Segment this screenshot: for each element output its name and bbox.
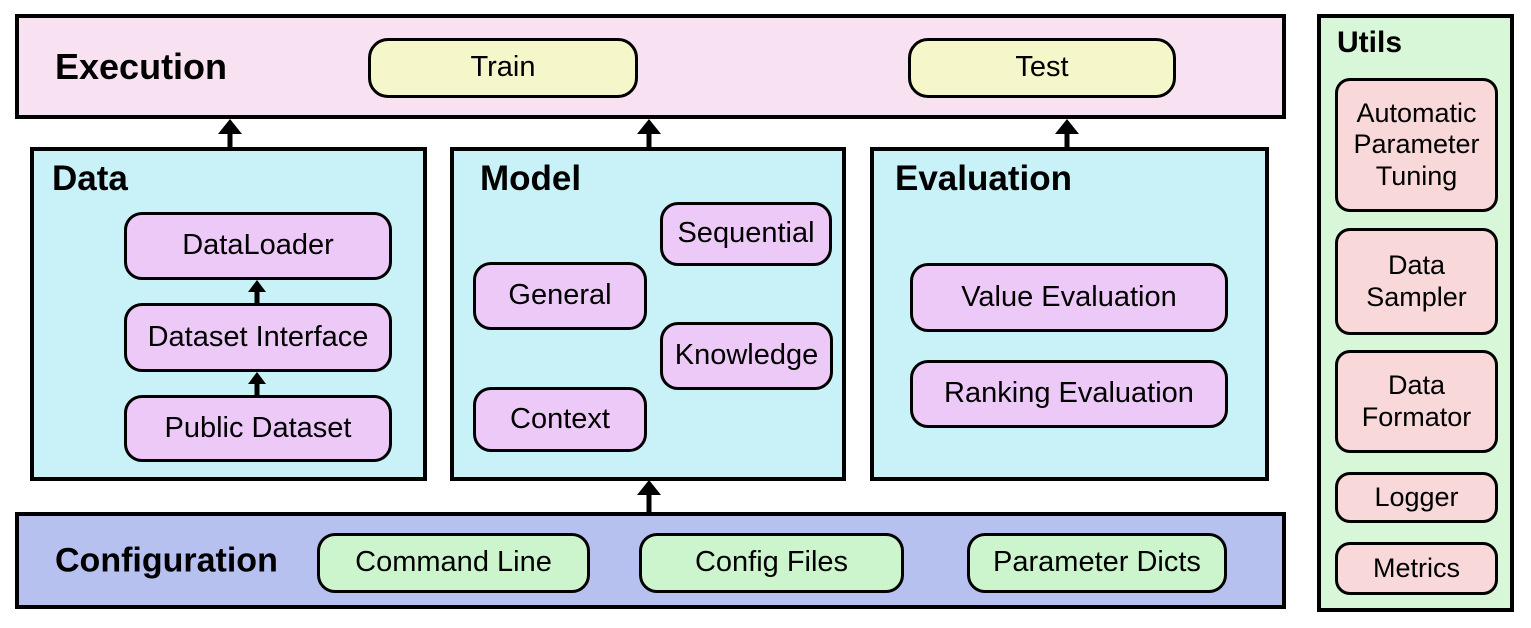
data-sampler-node: Data Sampler (1335, 228, 1498, 335)
general-node: General (473, 262, 647, 330)
arrow-head-icon (637, 480, 661, 495)
knowledge-node: Knowledge (660, 322, 833, 390)
configuration-panel: Configuration Command Line Config Files … (15, 512, 1286, 609)
arrow-dataset-to-dataloader (246, 280, 268, 303)
arrow-model-to-execution (635, 119, 663, 148)
arrow-stem (254, 288, 260, 303)
execution-title: Execution (55, 45, 228, 87)
data-panel: Data DataLoader Dataset Interface Public… (30, 147, 427, 481)
arrow-head-icon (218, 119, 242, 134)
automatic-parameter-tuning-node: Automatic Parameter Tuning (1335, 78, 1498, 212)
model-title: Model (480, 159, 582, 198)
value-evaluation-node: Value Evaluation (910, 263, 1228, 332)
arrow-head-icon (248, 280, 266, 292)
logger-node: Logger (1335, 472, 1498, 523)
model-panel: Model Sequential General Knowledge Conte… (450, 147, 846, 481)
arrow-evaluation-to-execution (1053, 119, 1081, 148)
arrow-stem (646, 129, 652, 148)
configuration-title: Configuration (55, 541, 278, 579)
sequential-node: Sequential (660, 202, 832, 266)
execution-panel: Execution Train Test (15, 14, 1286, 119)
arrow-data-to-execution (216, 119, 244, 148)
public-dataset-node: Public Dataset (124, 395, 392, 462)
train-node: Train (368, 38, 638, 98)
ranking-evaluation-node: Ranking Evaluation (910, 360, 1228, 428)
dataloader-node: DataLoader (124, 212, 392, 280)
evaluation-panel: Evaluation Value Evaluation Ranking Eval… (870, 147, 1269, 481)
arrow-head-icon (1055, 119, 1079, 134)
arrow-stem (227, 129, 233, 148)
context-node: Context (473, 387, 647, 452)
utils-title: Utils (1337, 26, 1403, 59)
arrow-public-to-dataset (246, 372, 268, 395)
config-files-node: Config Files (639, 533, 904, 593)
test-node: Test (908, 38, 1176, 98)
data-title: Data (52, 159, 128, 198)
command-line-node: Command Line (317, 533, 590, 593)
arrow-head-icon (248, 372, 266, 384)
evaluation-title: Evaluation (895, 159, 1072, 198)
parameter-dicts-node: Parameter Dicts (967, 533, 1227, 593)
arrow-stem (1064, 129, 1070, 148)
arrow-head-icon (637, 119, 661, 134)
utils-panel: Utils Automatic Parameter Tuning Data Sa… (1317, 14, 1514, 612)
dataset-interface-node: Dataset Interface (124, 303, 392, 372)
data-formator-node: Data Formator (1335, 350, 1498, 453)
arrow-configuration-to-model (635, 480, 663, 513)
arrow-stem (646, 490, 652, 513)
arrow-stem (254, 380, 260, 395)
metrics-node: Metrics (1335, 542, 1498, 595)
